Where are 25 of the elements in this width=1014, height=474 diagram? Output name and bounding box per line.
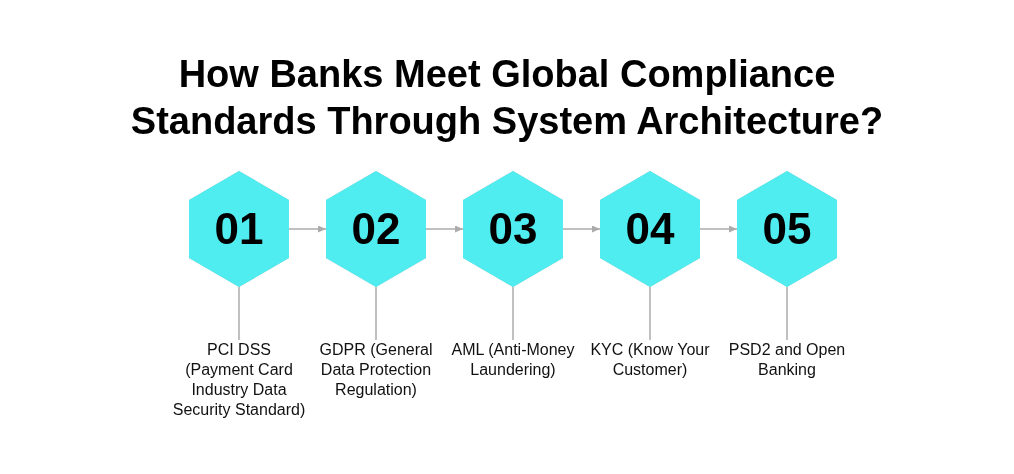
- step-number: 04: [625, 207, 675, 251]
- title: How Banks Meet Global Compliance Standards Through System Architecture?: [129, 52, 885, 144]
- hexagon-shape: [600, 171, 700, 287]
- connector-line: [238, 286, 240, 341]
- step-label: KYC (Know Your Customer): [589, 340, 711, 380]
- step-number: 01: [214, 207, 264, 251]
- step-label: PCI DSS (Payment Card Industry Data Security Standard): [171, 340, 307, 420]
- connector-line: [649, 286, 651, 341]
- hexagon-shape: [189, 171, 289, 287]
- arrow: [288, 225, 327, 233]
- step-label: GDPR (General Data Protection Regulation): [318, 340, 434, 400]
- step-number: 05: [762, 207, 812, 251]
- arrow: [699, 225, 738, 233]
- step-number: 03: [488, 207, 538, 251]
- step-label: PSD2 and Open Banking: [727, 340, 847, 380]
- hexagon-shape: [326, 171, 426, 287]
- step-number: 02: [351, 207, 401, 251]
- hexagon-shape: [463, 171, 563, 287]
- connector-line: [512, 286, 514, 341]
- hexagon-shape: [737, 171, 837, 287]
- connector-line: [375, 286, 377, 341]
- step-label: AML (Anti-Money Laundering): [450, 340, 576, 380]
- arrow: [425, 225, 464, 233]
- connector-line: [786, 286, 788, 341]
- arrow: [562, 225, 601, 233]
